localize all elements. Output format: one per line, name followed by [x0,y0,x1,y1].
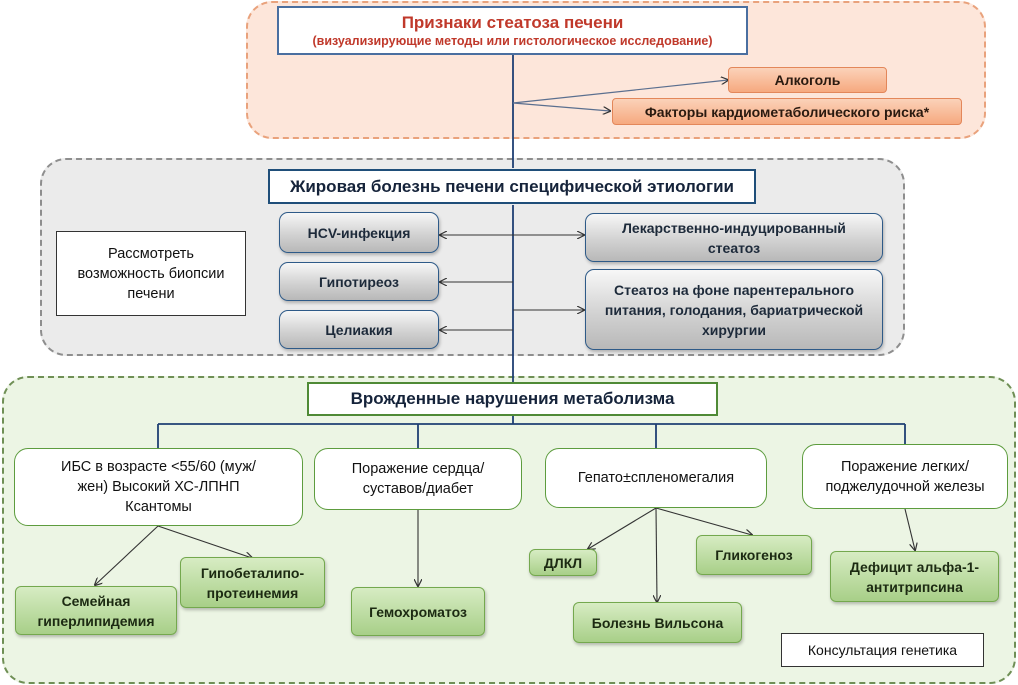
wilson-disease-box: Болезнь Вильсона [573,602,742,643]
inborn-errors-title: Врожденные нарушения метаболизма [307,382,718,416]
steatosis-title: Признаки стеатоза печени [401,12,624,32]
biopsy-note: Рассмотреть возможность биопсии печени [56,231,246,316]
steatosis-signs-box: Признаки стеатоза печени (визуализирующи… [277,6,748,55]
hepatosplenomegaly-box: Гепато±спленомегалия [545,448,767,508]
glycogenosis-box: Гликогеноз [696,535,812,575]
familial-hyperlipidemia-box: Семейная гиперлипидемия [15,586,177,635]
parenteral-nutrition-box: Стеатоз на фоне парентерального питания,… [585,269,883,350]
hypobetalipoproteinemia-box: Гипобеталипо-протеинемия [180,557,325,608]
cardiometabolic-risk-box: Факторы кардиометаболического риска* [612,98,962,125]
steatosis-subtitle: (визуализирующие методы или гистологичес… [312,33,713,48]
specific-etiology-title: Жировая болезнь печени специфической эти… [268,169,756,204]
celiac-box: Целиакия [279,310,439,349]
ihd-box: ИБС в возрасте <55/60 (муж/жен) Высокий … [14,448,303,526]
alcohol-box: Алкоголь [728,67,887,93]
drug-induced-box: Лекарственно-индуцированный стеатоз [585,213,883,262]
hcv-infection-box: HCV-инфекция [279,212,439,253]
hemochromatosis-box: Гемохроматоз [351,587,485,636]
alpha1-antitrypsin-box: Дефицит альфа-1-антитрипсина [830,551,999,602]
hypothyroidism-box: Гипотиреоз [279,262,439,301]
genetics-consultation-note: Консультация генетика [781,633,984,667]
heart-joints-diabetes-box: Поражение сердца/суставов/диабет [314,448,522,510]
dlkl-box: ДЛКЛ [529,549,597,576]
lungs-pancreas-box: Поражение легких/поджелудочной железы [802,444,1008,509]
